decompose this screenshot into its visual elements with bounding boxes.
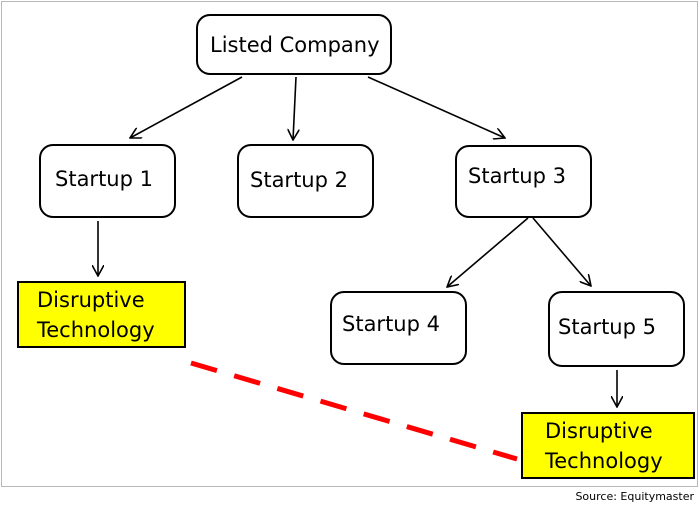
node-startup-5: Startup 5 — [548, 291, 685, 367]
node-startup-3-label: Startup 3 — [468, 164, 566, 188]
highlight-right-line-2: Technology — [545, 449, 663, 473]
dashed-link-tech-to-tech — [190, 360, 518, 462]
node-startup-4: Startup 4 — [330, 291, 467, 365]
node-startup-4-label: Startup 4 — [342, 312, 440, 336]
source-credit: Source: Equitymaster — [575, 490, 694, 503]
node-startup-3: Startup 3 — [455, 145, 592, 218]
highlight-disruptive-technology-left: Disruptive Technology — [17, 281, 186, 348]
highlight-disruptive-technology-right: Disruptive Technology — [521, 412, 695, 479]
diagram-frame — [1, 1, 698, 487]
arrow-listed-to-startup1 — [130, 76, 243, 138]
node-startup-1: Startup 1 — [39, 144, 176, 218]
arrow-startup3-to-startup5 — [532, 217, 591, 286]
highlight-left-line-2: Technology — [37, 318, 155, 342]
arrow-listed-to-startup3 — [367, 76, 505, 138]
node-listed-company: Listed Company — [196, 14, 392, 75]
highlight-left-line-1: Disruptive — [37, 288, 145, 312]
node-startup-1-label: Startup 1 — [55, 167, 153, 191]
node-startup-5-label: Startup 5 — [558, 315, 656, 339]
node-startup-2: Startup 2 — [237, 144, 374, 218]
arrow-listed-to-startup2 — [293, 76, 296, 140]
node-listed-company-label: Listed Company — [210, 33, 380, 57]
highlight-right-line-1: Disruptive — [545, 419, 653, 443]
node-startup-2-label: Startup 2 — [250, 168, 348, 192]
arrow-startup3-to-startup4 — [447, 217, 529, 287]
